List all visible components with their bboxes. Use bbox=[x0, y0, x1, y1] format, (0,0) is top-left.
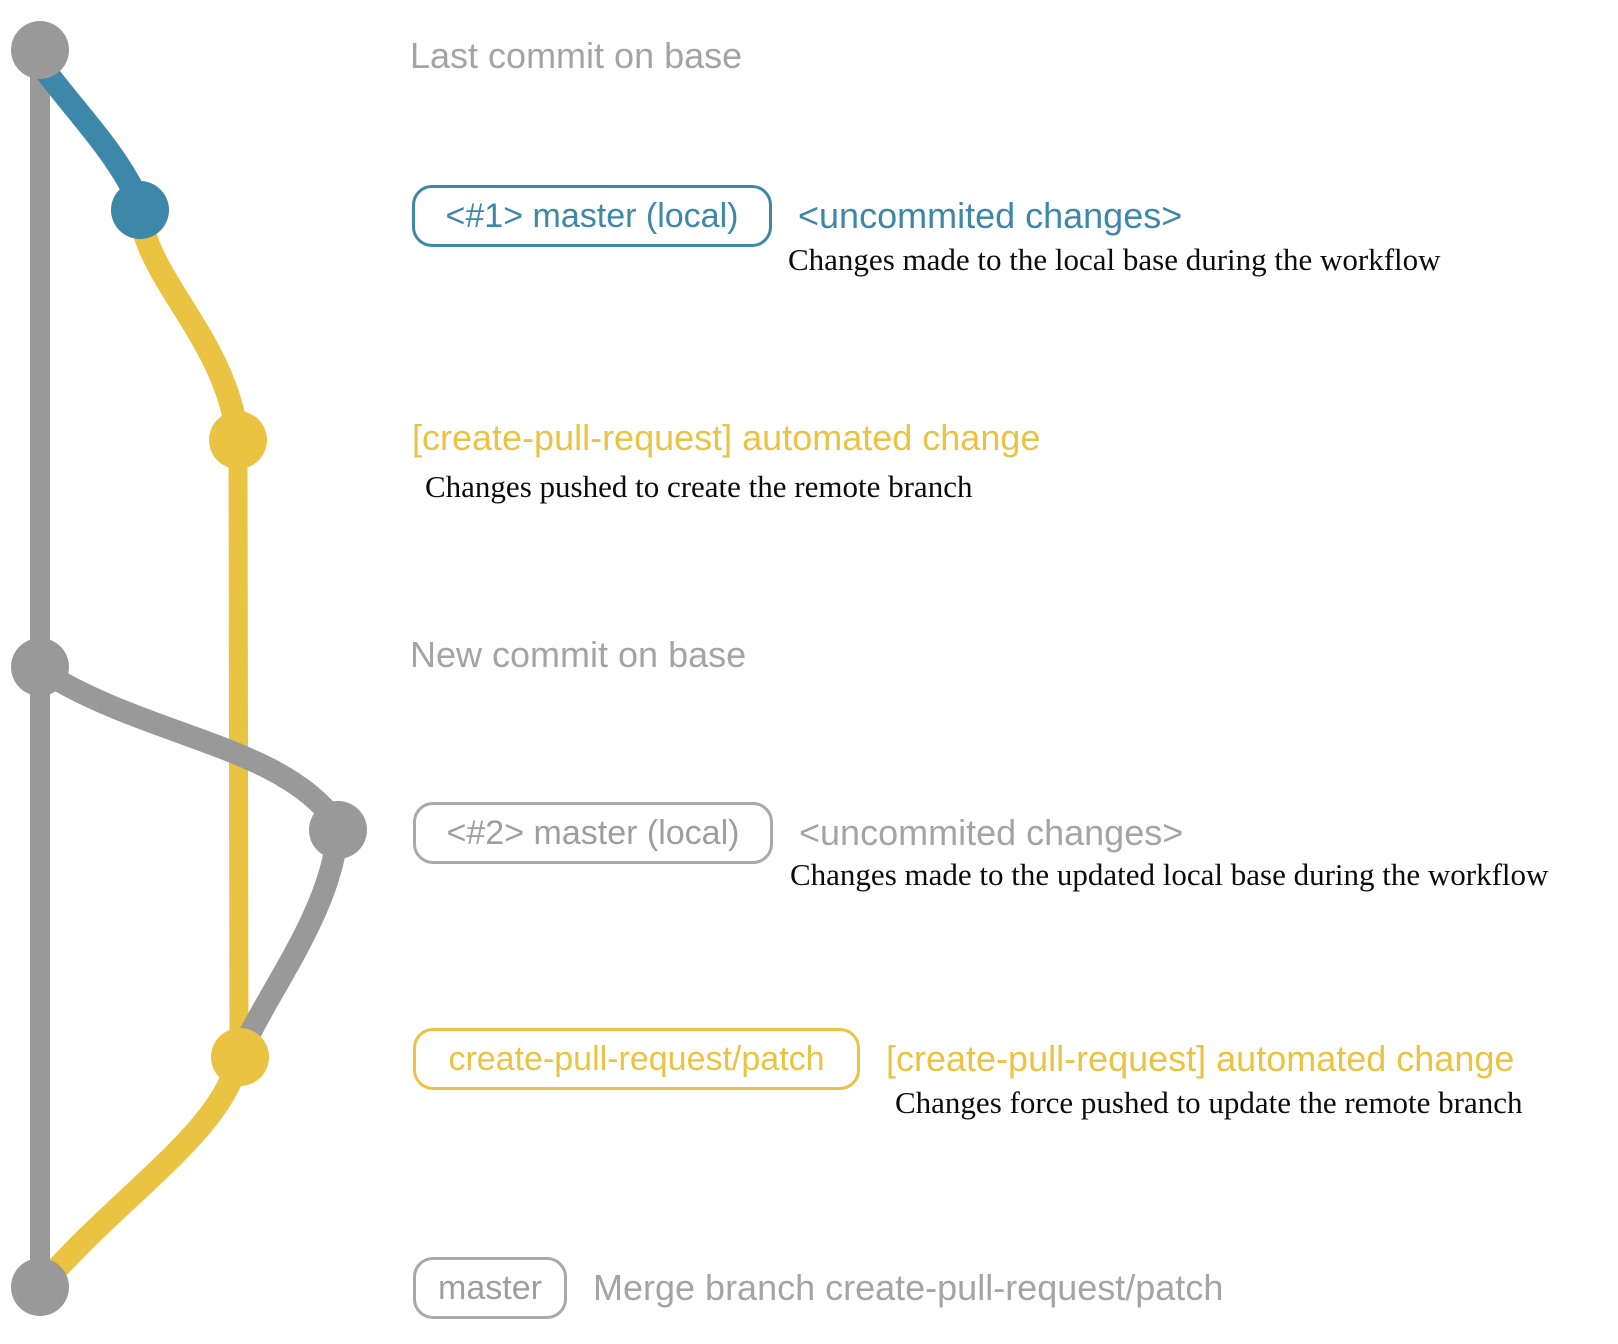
message-automated-change-2: [create-pull-request] automated change bbox=[886, 1038, 1515, 1080]
badge-remote-branch: create-pull-request/patch bbox=[413, 1028, 860, 1090]
node-new-commit-on-base bbox=[11, 638, 69, 696]
label-new-commit-on-base: New commit on base bbox=[410, 634, 747, 675]
node-merge-commit bbox=[11, 1258, 69, 1316]
row-remote-push-2: create-pull-request/patch [create-pull-r… bbox=[413, 1028, 1514, 1090]
message-uncommited-changes-2: <uncommited changes> bbox=[799, 812, 1184, 854]
note-local-changes-1: Changes made to the local base during th… bbox=[788, 242, 1441, 277]
row-local-commit-1: <#1> master (local) <uncommited changes> bbox=[412, 185, 1182, 247]
gray-merge-curve-upper bbox=[33, 661, 347, 833]
note-remote-push-2: Changes force pushed to update the remot… bbox=[895, 1085, 1523, 1120]
badge-local-commit-1: <#1> master (local) bbox=[412, 185, 772, 247]
badge-master: master bbox=[413, 1257, 567, 1319]
node-local-commit-2 bbox=[309, 801, 367, 859]
note-local-changes-2: Changes made to the updated local base d… bbox=[790, 857, 1549, 892]
node-remote-commit-2 bbox=[211, 1028, 269, 1086]
commit-graph bbox=[11, 21, 367, 1316]
row-local-commit-2: <#2> master (local) <uncommited changes> bbox=[413, 802, 1183, 864]
badge-local-commit-2: <#2> master (local) bbox=[413, 802, 773, 864]
note-remote-push-1: Changes pushed to create the remote bran… bbox=[425, 469, 973, 504]
node-local-commit-1 bbox=[111, 181, 169, 239]
yellow-merge-curve bbox=[34, 1051, 249, 1293]
node-last-commit-on-base bbox=[11, 21, 69, 79]
gray-merge-curve-lower bbox=[233, 825, 348, 1057]
row-merge-commit: master Merge branch create-pull-request/… bbox=[413, 1257, 1223, 1319]
node-remote-commit-1 bbox=[209, 411, 267, 469]
message-automated-change-1: [create-pull-request] automated change bbox=[412, 417, 1041, 458]
label-last-commit-on-base: Last commit on base bbox=[410, 35, 743, 76]
message-uncommited-changes-1: <uncommited changes> bbox=[798, 195, 1183, 237]
yellow-branch-curve bbox=[132, 220, 249, 444]
message-merge-branch: Merge branch create-pull-request/patch bbox=[593, 1267, 1224, 1309]
blue-branch-curve bbox=[30, 54, 152, 216]
